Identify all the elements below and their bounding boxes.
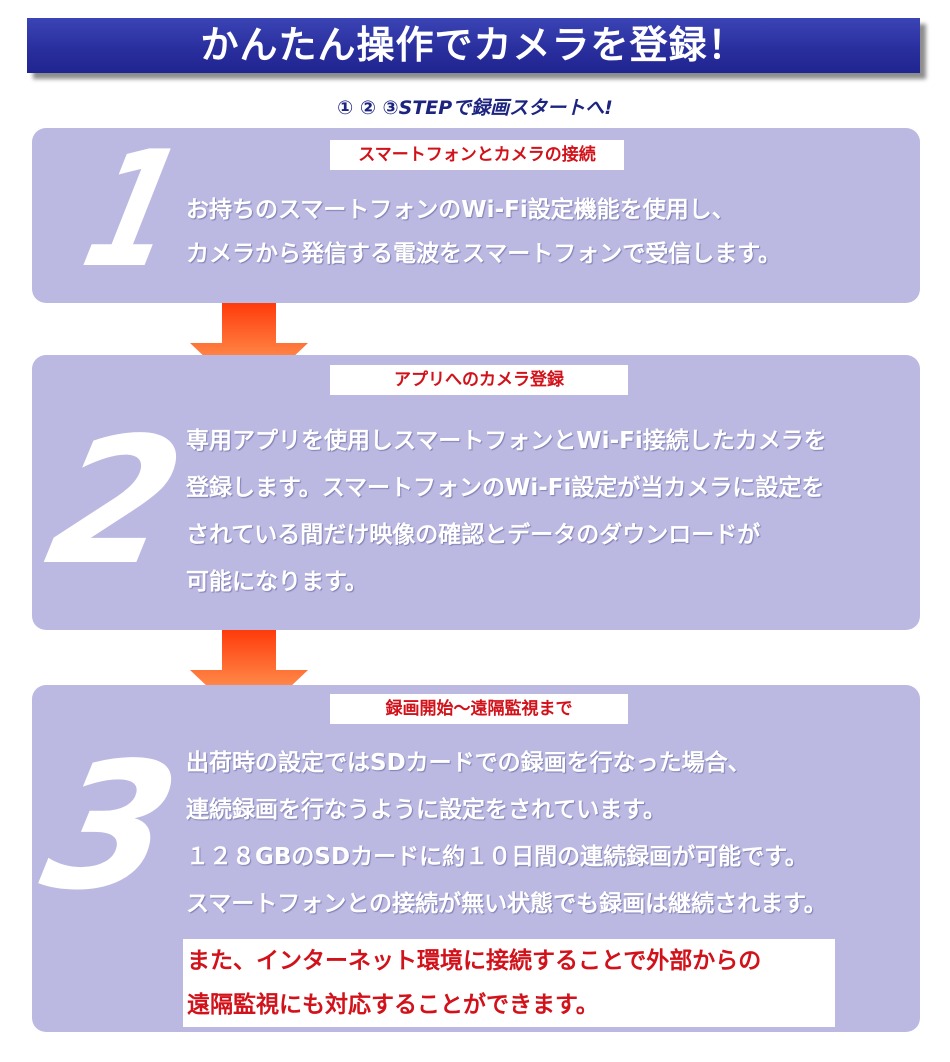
step-1-line: カメラから発信する電波をスマートフォンで受信します。 [186,241,782,267]
step-3-line: 出荷時の設定ではSDカードでの録画を行なった場合、 [186,750,751,776]
step-2-line: 専用アプリを使用しスマートフォンとWi-Fi接続したカメラを [186,428,827,454]
step-3-line: １２８GBのSDカードに約１０日間の連続録画が可能です。 [186,844,808,870]
highlight-line: 遠隔監視にも対応することができます。 [187,992,599,1018]
step-3-line: 連続録画を行なうように設定をされています。 [186,797,667,823]
arrow-down-icon [190,630,308,726]
arrow-down-icon [190,303,308,399]
step-2-description: 専用アプリを使用しスマートフォンとWi-Fi接続したカメラを 登録します。スマー… [186,418,827,606]
page-subtitle: ① ② ③STEPで録画スタートへ! [337,97,613,119]
step-1-line: お持ちのスマートフォンのWi-Fi設定機能を使用し、 [186,197,735,223]
page-title: かんたん操作でカメラを登録！ [27,18,920,73]
step-2-line: されている間だけ映像の確認とデータのダウンロードが [186,522,761,548]
step-1-description: お持ちのスマートフォンのWi-Fi設定機能を使用し、 カメラから発信する電波をス… [186,188,781,276]
step-2-panel [32,355,920,630]
step-3-line: スマートフォンとの接続が無い状態でも録画は継続されます。 [186,891,827,917]
step-3-highlight: また、インターネット環境に接続することで外部からの 遠隔監視にも対応することがで… [183,939,835,1027]
step-1-label: スマートフォンとカメラの接続 [330,140,624,170]
step-2-line: 登録します。スマートフォンのWi-Fi設定が当カメラに設定を [186,475,825,501]
step-3-label: 録画開始～遠隔監視まで [330,694,628,724]
step-3-description: 出荷時の設定ではSDカードでの録画を行なった場合、 連続録画を行なうように設定を… [186,740,827,928]
step-2-line: 可能になります。 [186,569,368,595]
step-2-label: アプリへのカメラ登録 [330,365,628,395]
highlight-line: また、インターネット環境に接続することで外部からの [187,948,762,974]
